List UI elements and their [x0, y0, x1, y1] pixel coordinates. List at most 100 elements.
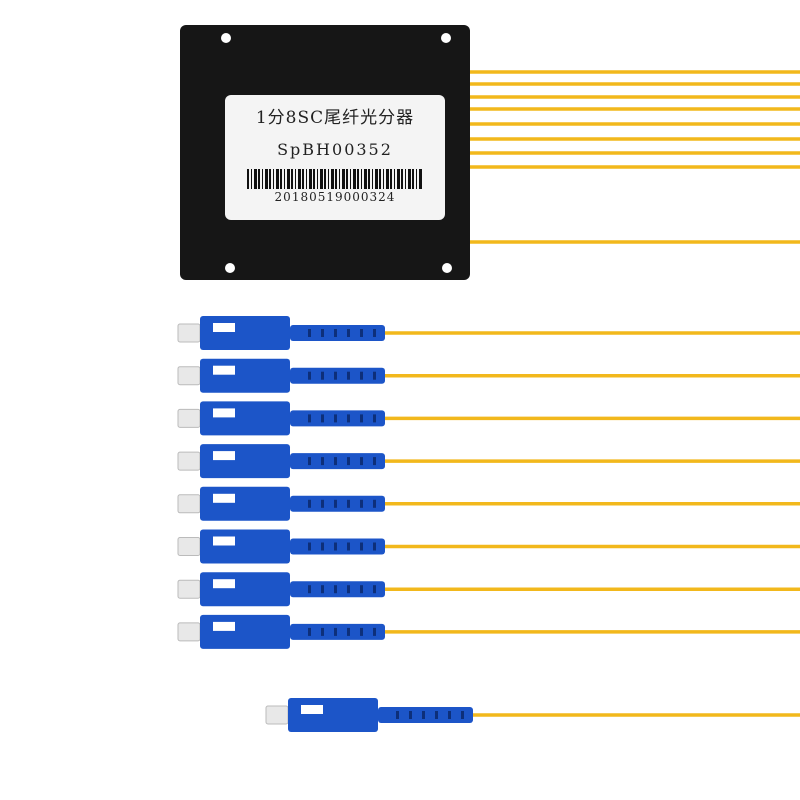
mounting-hole — [442, 263, 452, 273]
sc-connector — [177, 614, 800, 649]
ferrule — [265, 705, 289, 725]
boot-ridge — [360, 585, 363, 594]
latch-window — [213, 408, 235, 418]
boot-ridge — [308, 457, 311, 466]
product-label: 1分8SC尾纤光分器 SpBH00352 20180519000324 — [225, 95, 445, 220]
connector-body — [200, 444, 290, 479]
ferrule — [177, 366, 201, 386]
boot-ridge — [360, 371, 363, 380]
boot-ridge — [334, 585, 337, 594]
connector-body — [200, 572, 290, 607]
connector-body — [200, 529, 290, 564]
boot-ridge — [347, 371, 350, 380]
barcode — [247, 169, 423, 189]
boot-ridge — [360, 542, 363, 551]
mounting-hole — [225, 263, 235, 273]
latch-window — [301, 705, 323, 714]
boot-ridge — [373, 329, 376, 337]
latch-window — [213, 579, 235, 589]
boot-ridge — [435, 711, 438, 719]
ferrule — [177, 408, 201, 428]
boot-ridge — [308, 585, 311, 594]
mounting-hole — [441, 33, 451, 43]
strain-boot — [290, 410, 385, 427]
boot-ridge — [360, 627, 363, 636]
boot-ridge — [321, 414, 324, 423]
latch-window — [213, 365, 235, 375]
boot-ridge — [373, 457, 376, 466]
boot-ridge — [308, 499, 311, 508]
ferrule — [177, 537, 201, 556]
boot-ridge — [321, 585, 324, 594]
sc-connector — [177, 572, 800, 607]
boot-ridge — [308, 371, 311, 380]
sc-connector — [177, 401, 800, 436]
boot-ridge — [373, 371, 376, 380]
boot-ridge — [334, 457, 337, 466]
sc-connector — [177, 444, 800, 479]
boot-ridge — [308, 542, 311, 551]
boot-ridge — [334, 414, 337, 423]
boot-ridge — [334, 499, 337, 508]
boot-ridge — [373, 585, 376, 594]
strain-boot — [290, 325, 385, 341]
boot-ridge — [347, 627, 350, 636]
strain-boot — [290, 367, 385, 384]
mounting-hole — [221, 33, 231, 43]
strain-boot — [378, 707, 473, 723]
ferrule — [177, 494, 201, 514]
latch-window — [213, 323, 235, 332]
connector-body — [200, 358, 290, 393]
boot-ridge — [409, 711, 412, 719]
boot-ridge — [321, 542, 324, 551]
connector-body — [200, 486, 290, 521]
sc-connector — [265, 698, 800, 732]
boot-ridge — [334, 627, 337, 636]
boot-ridge — [360, 329, 363, 337]
connector-body — [288, 698, 378, 732]
boot-ridge — [396, 711, 399, 719]
ferrule — [177, 323, 201, 343]
boot-ridge — [360, 414, 363, 423]
boot-ridge — [373, 627, 376, 636]
boot-ridge — [360, 457, 363, 466]
boot-ridge — [321, 457, 324, 466]
boot-ridge — [334, 329, 337, 337]
boot-ridge — [373, 414, 376, 423]
boot-ridge — [334, 371, 337, 380]
boot-ridge — [347, 499, 350, 508]
boot-ridge — [347, 457, 350, 466]
sc-connector — [177, 316, 800, 350]
boot-ridge — [308, 414, 311, 423]
boot-ridge — [461, 711, 464, 719]
latch-window — [213, 621, 235, 631]
boot-ridge — [448, 711, 451, 719]
latch-window — [213, 536, 235, 546]
boot-ridge — [347, 542, 350, 551]
label-model: SpBH00352 — [277, 140, 393, 159]
boot-ridge — [321, 329, 324, 337]
boot-ridge — [422, 711, 425, 719]
strain-boot — [290, 453, 385, 470]
boot-ridge — [321, 627, 324, 636]
label-title: 1分8SC尾纤光分器 — [255, 108, 415, 128]
boot-ridge — [373, 499, 376, 508]
boot-ridge — [308, 627, 311, 636]
ferrule — [177, 579, 201, 599]
connector-body — [200, 316, 290, 350]
connector-body — [200, 614, 290, 649]
label-serial: 20180519000324 — [274, 190, 396, 204]
latch-window — [213, 493, 235, 503]
ferrule — [177, 451, 201, 471]
strain-boot — [290, 623, 385, 640]
boot-ridge — [334, 542, 337, 551]
ferrule — [177, 622, 201, 642]
strain-boot — [290, 581, 385, 598]
sc-connector — [177, 529, 800, 564]
connector-body — [200, 401, 290, 436]
boot-ridge — [373, 542, 376, 551]
boot-ridge — [347, 585, 350, 594]
sc-connector — [177, 358, 800, 393]
strain-boot — [290, 495, 385, 512]
